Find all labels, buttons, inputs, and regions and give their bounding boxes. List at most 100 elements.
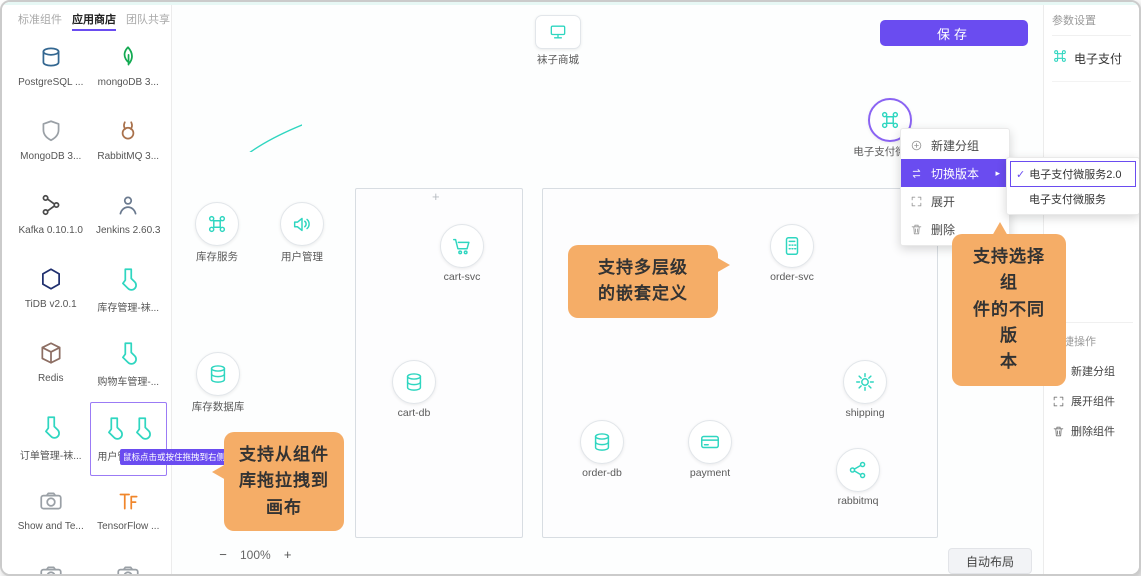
component-tile-15[interactable]: Show and Te... (90, 550, 168, 574)
callout-pointer (992, 222, 1008, 236)
quick-action-label: 新建分组 (1071, 366, 1115, 378)
db-icon (594, 433, 610, 451)
node-label: rabbitmq (837, 495, 879, 507)
context-menu-item-switch-version[interactable]: 切换版本▸ (901, 159, 1009, 187)
version-option-epay-service-2.0[interactable]: ✓电子支付微服务2.0 (1010, 161, 1136, 187)
node-label: 库存服务 (196, 251, 238, 263)
plus-icon (911, 140, 922, 150)
node-shipping[interactable]: shipping (843, 360, 887, 419)
zoom-level: 100% (240, 547, 271, 562)
check-icon: ✓ (1016, 168, 1026, 181)
component-library-sidebar: 标准组件应用商店团队共享 PostgreSQL ... mongoDB 3... M… (2, 2, 172, 574)
component-label: Kafka 0.10.1.0 (18, 225, 84, 236)
vela-icon (1052, 48, 1068, 69)
camera-icon (40, 566, 62, 574)
node-cart-db[interactable]: cart-db (392, 360, 436, 419)
selected-component-row[interactable]: 电子支付 (1052, 36, 1131, 82)
vela-icon (208, 215, 226, 233)
quick-actions-section: 快捷操作 新建分组展开组件删除组件 (1052, 322, 1133, 439)
callout-drag-from-library: 支持从组件 库拖拉拽到 画布 (212, 432, 344, 532)
component-tile-9[interactable]: 购物车管理-... (90, 328, 168, 402)
node-rabbitmq[interactable]: rabbitmq (836, 448, 880, 507)
node-user-svc[interactable]: 用户管理 (280, 202, 324, 263)
zoom-control: − 100% + (216, 547, 295, 562)
vela-icon (881, 111, 899, 129)
node-label: payment (689, 467, 731, 479)
component-tile-3[interactable]: RabbitMQ 3... (90, 106, 168, 180)
quick-action-delete-component[interactable]: 删除组件 (1052, 423, 1133, 439)
node-cart-svc[interactable]: cart-svc (440, 224, 484, 283)
tab-app-store[interactable]: 应用商店 (72, 11, 116, 31)
context-menu-item-delete[interactable]: 删除 (901, 215, 1009, 243)
db-icon (210, 365, 226, 383)
component-label: 购物车管理-... (97, 377, 160, 388)
component-icon-wrap (115, 557, 141, 574)
component-label: Show and Te... (17, 521, 84, 532)
quick-action-label: 删除组件 (1071, 426, 1115, 438)
tab-standard-components[interactable]: 标准组件 (18, 14, 62, 26)
component-icon-wrap (115, 483, 141, 519)
component-tile-2[interactable]: MongoDB 3... (12, 106, 90, 180)
quick-action-label: 展开组件 (1071, 396, 1115, 408)
component-icon-wrap (115, 335, 141, 371)
component-tile-8[interactable]: Redis (12, 328, 90, 402)
node-inv-db[interactable]: 库存数据库 (192, 352, 244, 413)
pg-icon (42, 47, 60, 67)
component-label: mongoDB 3... (97, 77, 159, 88)
component-tile-7[interactable]: 库存管理-袜... (90, 254, 168, 328)
submenu-arrow-icon: ▸ (995, 167, 1000, 178)
component-tile-1[interactable]: mongoDB 3... (90, 32, 168, 106)
component-tile-4[interactable]: Kafka 0.10.1.0 (12, 180, 90, 254)
tab-team-shared[interactable]: 团队共享 (126, 14, 170, 26)
leaf-icon (123, 46, 134, 66)
node-inv-svc[interactable]: 库存服务 (195, 202, 239, 263)
component-icon-wrap (38, 187, 64, 223)
db-icon (406, 373, 422, 391)
expand-icon (911, 196, 922, 206)
kafka-icon (42, 194, 60, 216)
component-label: PostgreSQL ... (18, 77, 84, 88)
component-tile-10[interactable]: 订单管理-袜... (12, 402, 90, 476)
component-label: TiDB v2.0.1 (24, 299, 77, 310)
edge (214, 60, 302, 152)
zoom-out-button[interactable]: − (219, 547, 227, 562)
node-order-svc[interactable]: order-svc (770, 224, 814, 283)
context-menu-item-expand[interactable]: 展开 (901, 187, 1009, 215)
node-label: 库存数据库 (191, 401, 245, 413)
component-icon-wrap (115, 113, 141, 149)
component-tile-12[interactable]: Show and Te... (12, 476, 90, 550)
nested-group-order[interactable] (542, 188, 938, 538)
quick-action-expand-component[interactable]: 展开组件 (1052, 393, 1133, 409)
version-option-epay-service[interactable]: 电子支付微服务 (1010, 187, 1136, 211)
component-icon-wrap (38, 335, 64, 371)
shield-icon (42, 120, 60, 142)
component-label: RabbitMQ 3... (97, 151, 160, 162)
callout-version-selection: 支持选择组 件的不同版 本 (952, 222, 1066, 386)
context-menu-label: 展开 (931, 194, 956, 209)
top-accent-strip (2, 2, 1139, 5)
auto-layout-button[interactable]: 自动布局 (948, 548, 1032, 574)
person-icon (119, 196, 137, 215)
card-icon (701, 435, 719, 449)
context-menu-item-new-group[interactable]: 新建分组 (901, 131, 1009, 159)
camera-icon (40, 492, 62, 510)
node-payment[interactable]: payment (688, 420, 732, 479)
component-tile-5[interactable]: Jenkins 2.60.3 (90, 180, 168, 254)
zoom-in-button[interactable]: + (283, 547, 292, 562)
component-tile-6[interactable]: TiDB v2.0.1 (12, 254, 90, 328)
component-tile-13[interactable]: TensorFlow ... (90, 476, 168, 550)
node-label: order-svc (770, 271, 814, 283)
box-icon (41, 342, 61, 364)
component-icon-wrap (115, 39, 141, 75)
save-button[interactable]: 保存 (880, 20, 1028, 46)
vela-icon (1054, 50, 1066, 62)
node-order-db[interactable]: order-db (580, 420, 624, 479)
gear-icon (856, 373, 874, 391)
nested-group-cart[interactable] (355, 188, 523, 538)
component-tile-0[interactable]: PostgreSQL ... (12, 32, 90, 106)
component-tile-14[interactable]: Show and To... (12, 550, 90, 574)
node-frontend[interactable]: 袜子商城 (535, 15, 581, 66)
params-title: 参数设置 (1052, 12, 1131, 36)
group-drag-handle-icon[interactable]: + (432, 189, 440, 204)
library-tabs: 标准组件应用商店团队共享 (2, 2, 171, 34)
